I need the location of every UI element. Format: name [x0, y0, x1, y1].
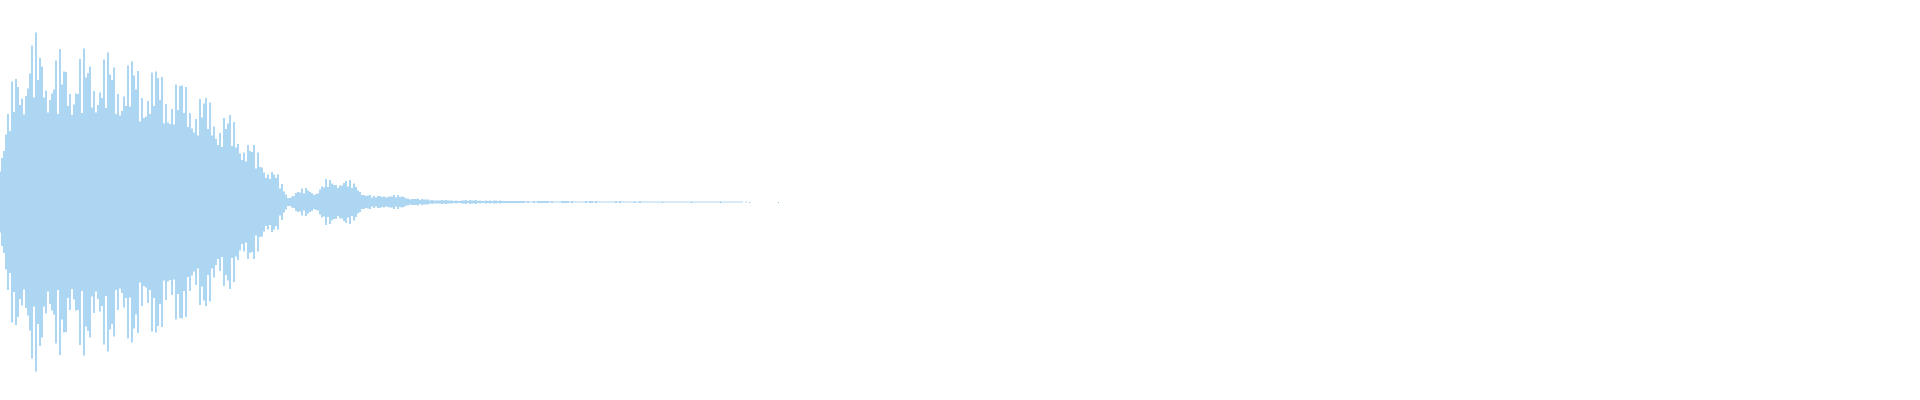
- waveform-tail-dot: [634, 202, 635, 203]
- waveform-series: [0, 32, 787, 372]
- waveform-tail-dot: [720, 202, 721, 203]
- waveform-tail-dot: [662, 202, 663, 203]
- waveform-tail-dot: [749, 202, 750, 203]
- waveform-tail-dot: [778, 202, 779, 203]
- waveform-tail-dot: [691, 202, 692, 203]
